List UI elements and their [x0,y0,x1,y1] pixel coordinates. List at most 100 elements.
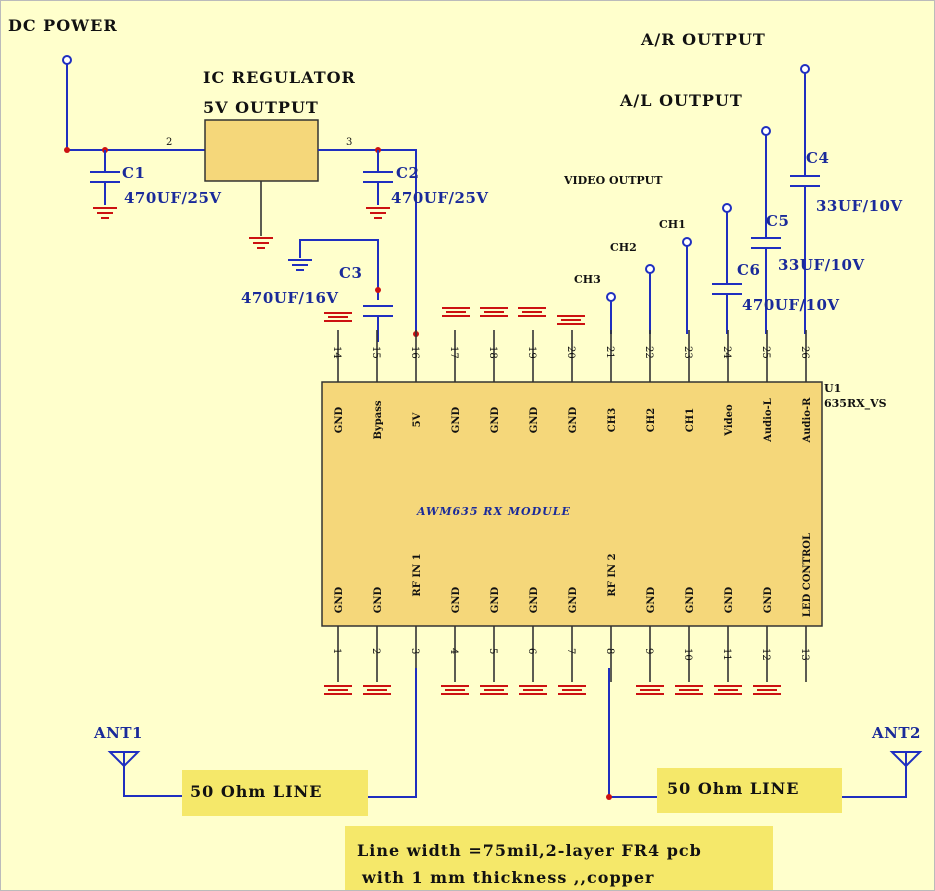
5v-output-wire [318,149,417,334]
c2-ref: C2 [396,164,419,182]
pin-number: 3 [409,648,420,654]
module-pin-6: 6 GND [518,586,548,695]
capacitor-c5 [751,237,781,249]
pin-number: 1 [331,648,342,654]
ar-output-terminal [800,64,810,74]
ic-regulator [204,119,319,182]
ch3-label: CH3 [574,273,601,286]
pin-name: GND [529,406,540,433]
pin-name: Bypass [373,400,384,439]
regulator-pin-2: 2 [166,137,172,148]
rf-in-1-wire [368,668,417,798]
pin-name: RF IN 1 [412,553,423,596]
pin-name: Audio-L [763,398,774,443]
pcb-note: Line width =75mil,2-layer FR4 pcb with 1… [345,826,773,891]
ground-symbol [323,685,353,695]
line1-label: 50 Ohm LINE [190,782,322,801]
pin-name: GND [646,586,657,613]
module-pin-2: 2 GND [362,586,392,695]
junction-dot [375,287,381,293]
rf-in-2-wire [608,668,657,798]
c4-value: 33UF/10V [816,197,903,215]
pin-name: GND [334,586,345,613]
regulator-output-label: 5V OUTPUT [203,98,319,117]
line2-label: 50 Ohm LINE [667,779,799,798]
pin-name: CH3 [607,408,618,432]
c1-ref: C1 [122,164,145,182]
c3-ref: C3 [339,264,362,282]
ground-symbol [362,685,392,695]
line2-box [657,768,842,813]
module-pin-8: 8RF IN 2 [604,553,618,682]
pin-name: CH2 [646,408,657,432]
pin-number: 7 [565,648,576,654]
pin-name: GND [568,406,579,433]
pin-name: GND [451,406,462,433]
ant2-label: ANT2 [871,724,921,742]
pin-name: GND [334,406,345,433]
pin-name: GND [568,586,579,613]
capacitor-c3 [363,305,393,342]
al-output-label: A/L OUTPUT [619,91,743,110]
pin-name: GND [451,586,462,613]
ch2-terminal [645,264,655,274]
pin-name: GND [529,586,540,613]
line1-box [182,770,368,816]
pin-number: 25 [760,346,771,359]
c6-value: 470UF/10V [742,296,840,314]
pin-name: GND [490,406,501,433]
ground-symbol [518,685,548,695]
ground-symbol [479,685,509,695]
ant2-symbol [842,751,923,798]
module-part: 635RX_VS [824,397,887,411]
regulator-pin-3: 3 [346,137,352,148]
capacitor-c4 [790,175,820,187]
dc-power-label: DC POWER [8,16,118,35]
pin-name: GND [724,586,735,613]
capacitor-c2 [363,150,393,205]
video-output-terminal [722,203,732,213]
c4-ref: C4 [806,149,829,167]
rx-module: AWM635 RX MODULE U1 635RX_VS 14GND15Bypa… [321,330,887,695]
module-ref: U1 [824,382,841,395]
pin-name: GND [685,586,696,613]
pin-name: GND [373,586,384,613]
c3-ground-wire [299,239,379,300]
c5-ref: C5 [766,212,789,230]
pin-number: 24 [721,346,732,359]
capacitor-c1 [90,150,120,205]
pin-number: 5 [487,648,498,654]
pin-number: 16 [409,346,420,359]
ar-output-label: A/R OUTPUT [640,30,766,49]
video-output-label: VIDEO OUTPUT [563,174,663,187]
antenna-section: ANT1 50 Ohm LINE ANT2 50 Ohm LINE [93,668,923,816]
ground-symbol [674,685,704,695]
power-section: DC POWER C1 470UF/25V IC REGULATOR 5V OU… [8,16,488,342]
capacitor-c6 [712,283,742,295]
module-pin-7: 7 GND [557,586,587,695]
ground-symbol [440,685,470,695]
ch1-label: CH1 [659,218,686,231]
pin-number: 15 [370,346,381,359]
c5-value: 33UF/10V [778,256,865,274]
pin-number: 6 [526,648,537,654]
pin-name: RF IN 2 [607,553,618,596]
pin-number: 19 [526,346,537,359]
pin-number: 10 [682,648,693,661]
dc-power-terminal [62,55,72,65]
pin-number: 2 [370,648,381,654]
module-name: AWM635 RX MODULE [416,505,571,518]
pin-name: GND [763,586,774,613]
pin-number: 23 [682,346,693,359]
